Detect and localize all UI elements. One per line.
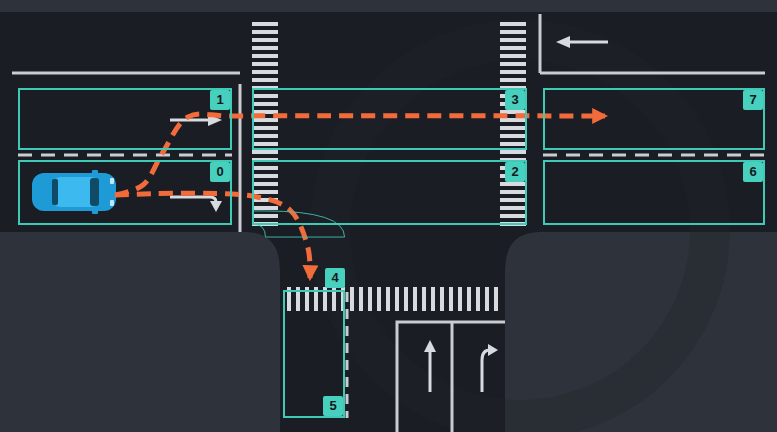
lane-box: 0 — [18, 160, 232, 225]
route-arrow — [115, 114, 605, 195]
lane-box: 2 — [252, 160, 527, 225]
lane-number: 3 — [505, 90, 525, 110]
lane-number: 6 — [743, 162, 763, 182]
lane-number: 2 — [505, 162, 525, 182]
lane-box: 5 — [283, 290, 345, 418]
lane-box: 3 — [252, 88, 527, 150]
lane-number: 7 — [743, 90, 763, 110]
lane-number: 5 — [323, 396, 343, 416]
lane-number: 0 — [210, 162, 230, 182]
lane-box: 6 — [543, 160, 765, 225]
lane-number: 1 — [210, 90, 230, 110]
car-icon — [32, 170, 116, 214]
lane-box: 1 — [18, 88, 232, 150]
lane-box: 7 — [543, 88, 765, 150]
lane-box: 4 — [252, 160, 345, 288]
route-arrow — [115, 193, 310, 278]
lane-number: 4 — [325, 268, 345, 288]
